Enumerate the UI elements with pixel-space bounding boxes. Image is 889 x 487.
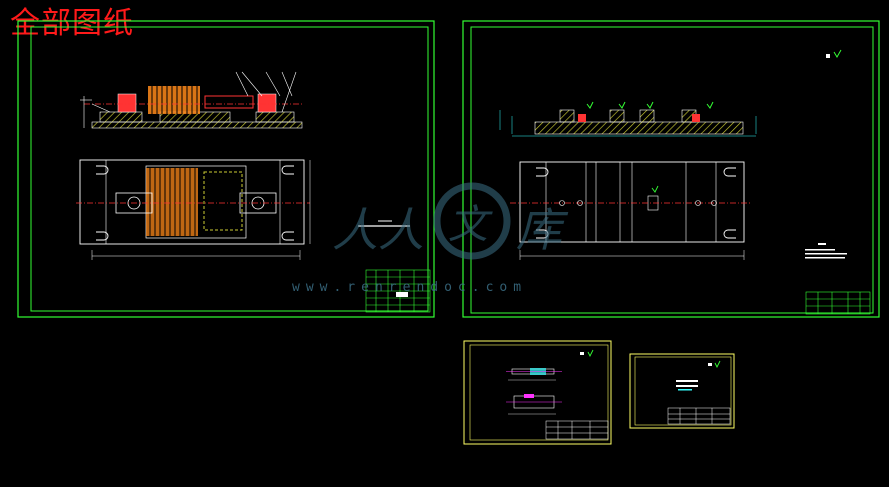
watermark-logo: 人人 文 库 <box>332 182 569 260</box>
title-block <box>667 407 731 425</box>
sheet-base-part[interactable] <box>462 20 880 318</box>
sheet-border <box>463 340 612 445</box>
title-block <box>805 291 871 315</box>
sheet-small-part-1[interactable] <box>463 340 612 445</box>
svg-text:库: 库 <box>516 203 569 257</box>
sheet-inner-border <box>469 344 609 441</box>
sheet-outer-border <box>462 20 880 318</box>
sheet-assembly[interactable] <box>17 20 435 318</box>
sheet-inner-border <box>470 26 874 314</box>
sheet-outer-border <box>17 20 435 318</box>
svg-text:文: 文 <box>448 202 493 248</box>
title-block <box>545 420 609 440</box>
base-top-view <box>510 161 752 260</box>
watermark-url: www.renrendoc.com <box>292 280 528 295</box>
technical-notes <box>805 243 847 259</box>
sheet-border <box>629 353 735 429</box>
assembly-top-view <box>76 159 410 260</box>
sheet-inner-border <box>30 26 429 312</box>
watermark-text: 人人 <box>332 203 424 257</box>
base-front-view <box>499 101 757 137</box>
sheet-small-part-2[interactable] <box>629 353 735 429</box>
title-block <box>365 269 431 313</box>
sheet-inner-border <box>634 356 732 426</box>
assembly-front-view <box>80 71 303 129</box>
